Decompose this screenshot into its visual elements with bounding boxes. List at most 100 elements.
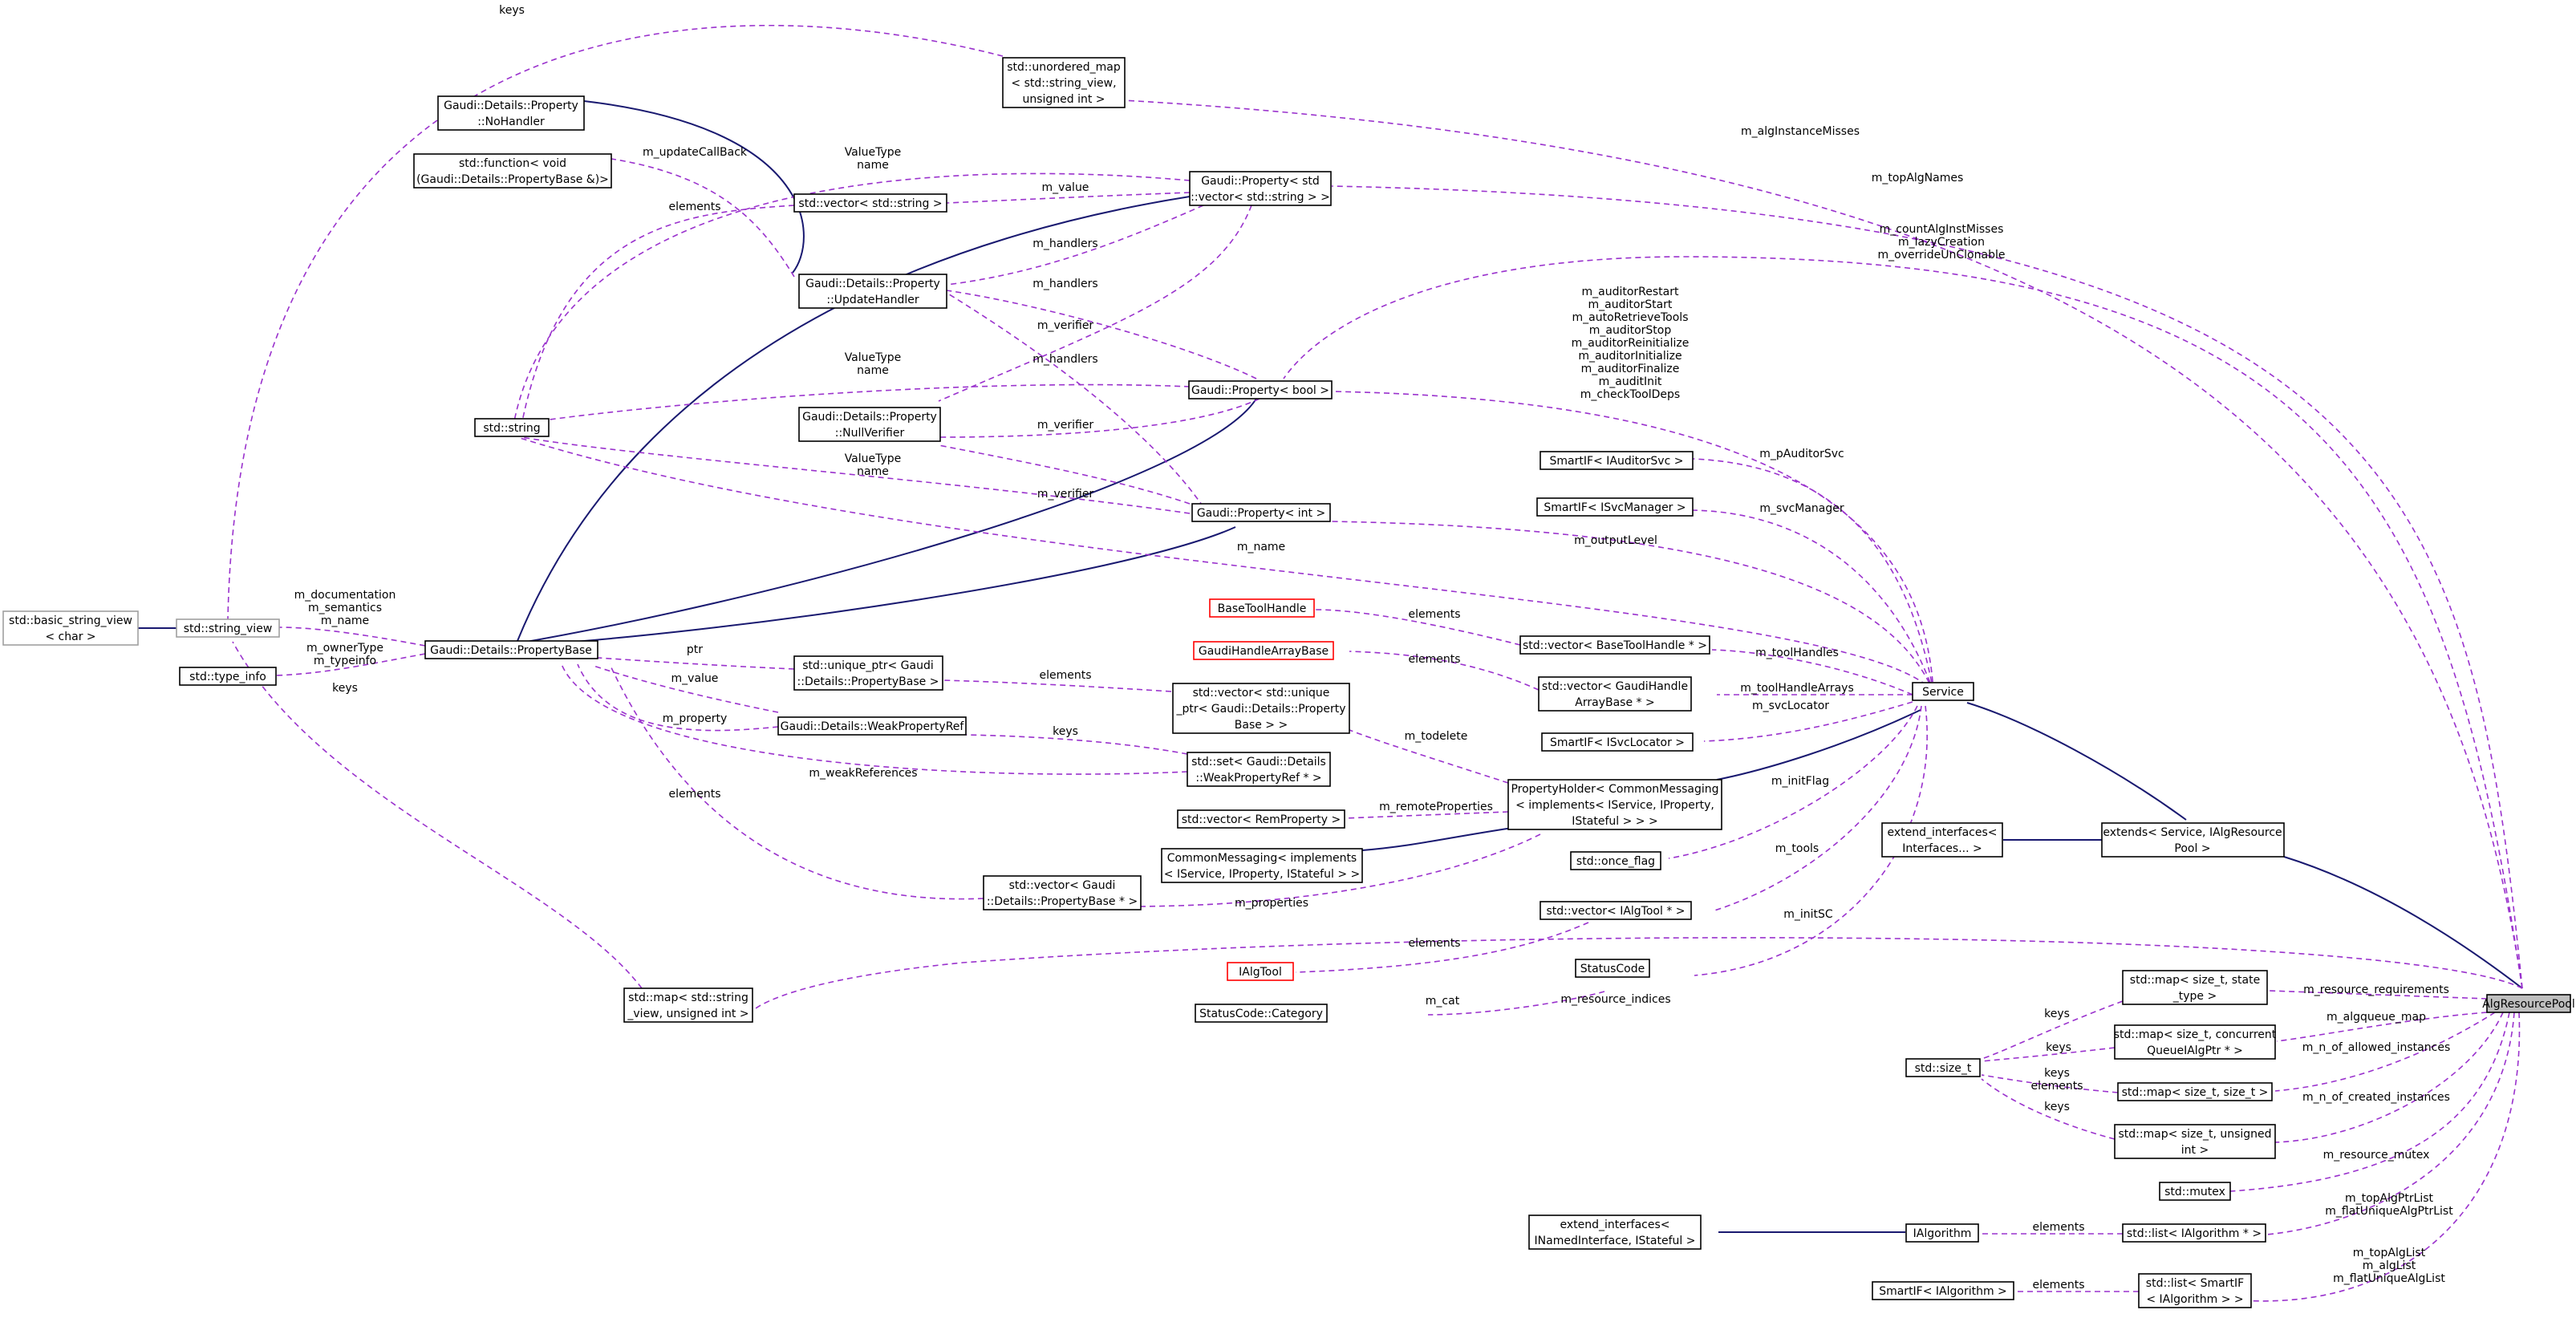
node-mutex[interactable]: std::mutex: [2159, 1182, 2231, 1201]
node-nullverifier[interactable]: Gaudi::Details::Property::NullVerifier: [798, 407, 941, 442]
node-statuscode[interactable]: StatusCode: [1575, 959, 1650, 978]
node-list-ialgorithm[interactable]: std::list< IAlgorithm * >: [2122, 1223, 2266, 1243]
label-line: std::map< size_t, unsigned: [2118, 1128, 2271, 1141]
node-once-flag[interactable]: std::once_flag: [1570, 851, 1661, 870]
label-line: std::string: [483, 422, 540, 435]
label-line: < std::string_view,: [1011, 77, 1116, 90]
edge-ownertype: [275, 653, 426, 676]
label-line: m_resource_mutex: [2323, 1149, 2430, 1162]
node-basetoolhandle[interactable]: BaseToolHandle: [1209, 598, 1315, 618]
label-line: m_properties: [1235, 897, 1308, 910]
edge-label: elements: [668, 788, 720, 801]
edge-inherit-propertybase-to-propbool: [517, 398, 1257, 644]
node-commonmessaging[interactable]: CommonMessaging< implements< IService, I…: [1161, 848, 1363, 883]
label-line: m_value: [1042, 181, 1089, 194]
node-map-string-view[interactable]: std::map< std::string_view, unsigned int…: [623, 987, 753, 1023]
edge-vt-int: [521, 436, 1191, 514]
node-unique-ptr-vec[interactable]: std::vector< std::unique_ptr< Gaudi::Det…: [1172, 683, 1350, 734]
label-line: Gaudi::Details::PropertyBase: [430, 644, 592, 657]
node-string-view[interactable]: std::string_view: [176, 618, 280, 638]
edge-outputlevel: [1331, 521, 1934, 692]
node-gaudihandlearraybase[interactable]: GaudiHandleArrayBase: [1193, 641, 1334, 660]
edge-elements-pbvec: [609, 663, 984, 900]
node-type-info[interactable]: std::type_info: [179, 667, 277, 686]
node-label: std::mutex: [2164, 1186, 2225, 1198]
edge-label: keys: [1053, 725, 1078, 738]
node-smartif-ialgorithm[interactable]: SmartIF< IAlgorithm >: [1872, 1281, 2014, 1300]
node-label: SmartIF< ISvcManager >: [1544, 501, 1686, 514]
node-label: Service: [1922, 686, 1964, 699]
node-property-int[interactable]: Gaudi::Property< int >: [1191, 503, 1331, 522]
label-line: ptr: [687, 643, 703, 656]
node-label: SmartIF< ISvcLocator >: [1550, 736, 1685, 749]
node-property-vec-string[interactable]: Gaudi::Property< std::vector< std::strin…: [1189, 171, 1332, 206]
label-line: SmartIF< ISvcManager >: [1544, 501, 1686, 514]
node-service[interactable]: Service: [1912, 682, 1974, 701]
edge-labels: keys m_algInstanceMisses m_topAlgNames m…: [294, 4, 2454, 1292]
node-extend-interfaces-named[interactable]: extend_interfaces<INamedInterface, IStat…: [1528, 1215, 1702, 1250]
node-std-function[interactable]: std::function< void(Gaudi::Details::Prop…: [413, 153, 612, 189]
node-basic-string-view[interactable]: std::basic_string_view< char >: [2, 610, 139, 646]
label-line: keys: [2044, 1067, 2070, 1080]
label-line: keys: [2046, 1041, 2071, 1054]
node-list-smartif[interactable]: std::list< SmartIF< IAlgorithm > >: [2138, 1273, 2252, 1308]
node-weakpropertyref[interactable]: Gaudi::Details::WeakPropertyRef: [777, 716, 967, 736]
node-map-state[interactable]: std::map< size_t, state_type >: [2122, 970, 2268, 1005]
node-remproperty-vec[interactable]: std::vector< RemProperty >: [1177, 809, 1345, 829]
node-statuscode-category[interactable]: StatusCode::Category: [1195, 1004, 1328, 1023]
node-propertyholder[interactable]: PropertyHolder< CommonMessaging< impleme…: [1507, 779, 1722, 830]
node-ialgtool[interactable]: IAlgTool: [1227, 962, 1294, 981]
label-line: Gaudi::Details::WeakPropertyRef: [781, 720, 965, 733]
node-map-size-t[interactable]: std::map< size_t, size_t >: [2117, 1082, 2273, 1101]
node-label: extend_interfaces<INamedInterface, IStat…: [1535, 1219, 1696, 1247]
label-line: m_auditorStop: [1589, 324, 1672, 337]
node-label: std::vector< RemProperty >: [1182, 813, 1341, 826]
node-propertybase[interactable]: Gaudi::Details::PropertyBase: [424, 640, 598, 659]
edge-alginstancemisses: [1122, 99, 2523, 989]
node-algresourcepool[interactable]: AlgResourcePool: [2482, 994, 2575, 1013]
node-weakpropref-set[interactable]: std::set< Gaudi::Details::WeakPropertyRe…: [1187, 752, 1331, 787]
node-smartif-svcmanager[interactable]: SmartIF< ISvcManager >: [1536, 497, 1694, 517]
label-line: m_value: [671, 672, 719, 685]
node-smartif-svclocator[interactable]: SmartIF< ISvcLocator >: [1541, 732, 1694, 752]
edge-n-allowed: [2274, 1012, 2496, 1092]
edge-label: m_cat: [1426, 995, 1460, 1008]
node-label: std::function< void(Gaudi::Details::Prop…: [416, 157, 609, 186]
node-unordered-map[interactable]: std::unordered_map< std::string_view,uns…: [1002, 57, 1126, 108]
node-ialgorithm[interactable]: IAlgorithm: [1905, 1223, 1979, 1243]
node-unique-ptr-pb[interactable]: std::unique_ptr< Gaudi::Details::Propert…: [793, 655, 943, 691]
label-line: m_n_of_created_instances: [2302, 1091, 2450, 1104]
node-label: std::basic_string_view< char >: [9, 614, 132, 643]
label-line: m_flatUniqueAlgList: [2333, 1272, 2445, 1285]
node-vector-string[interactable]: std::vector< std::string >: [793, 193, 947, 213]
label-line: Gaudi::Property< int >: [1197, 507, 1325, 520]
node-smartif-auditorsvc[interactable]: SmartIF< IAuditorSvc >: [1540, 451, 1694, 470]
node-size-t[interactable]: std::size_t: [1905, 1058, 1981, 1077]
label-line: m_algList: [2363, 1259, 2416, 1272]
edge-properties: [1138, 833, 1541, 907]
node-label: Gaudi::Details::Property::NoHandler: [444, 99, 578, 128]
label-line: m_outputLevel: [1574, 534, 1657, 547]
node-property-bool[interactable]: Gaudi::Property< bool >: [1188, 380, 1333, 399]
node-propertybase-ptr-vec[interactable]: std::vector< Gaudi::Details::PropertyBas…: [983, 875, 1142, 910]
label-line: keys: [2044, 1101, 2070, 1113]
edge-label: keys: [2046, 1041, 2071, 1054]
node-basetoolhandle-vec[interactable]: std::vector< BaseToolHandle * >: [1519, 635, 1710, 655]
edge-label: keys: [2044, 1101, 2070, 1113]
node-ialgtool-vec[interactable]: std::vector< IAlgTool * >: [1540, 901, 1692, 920]
label-line: ::NullVerifier: [835, 427, 905, 440]
edge-elements-gha: [1349, 651, 1540, 691]
edge-label: keys: [499, 4, 525, 17]
edge-label: m_verifier: [1037, 488, 1094, 501]
node-std-string[interactable]: std::string: [474, 418, 550, 437]
label-line: name: [857, 364, 889, 377]
node-updatehandler[interactable]: Gaudi::Details::Property::UpdateHandler: [798, 274, 947, 309]
node-nohandler[interactable]: Gaudi::Details::Property::NoHandler: [437, 95, 585, 131]
node-extend-interfaces-dots[interactable]: extend_interfaces<Interfaces... >: [1881, 822, 2003, 858]
